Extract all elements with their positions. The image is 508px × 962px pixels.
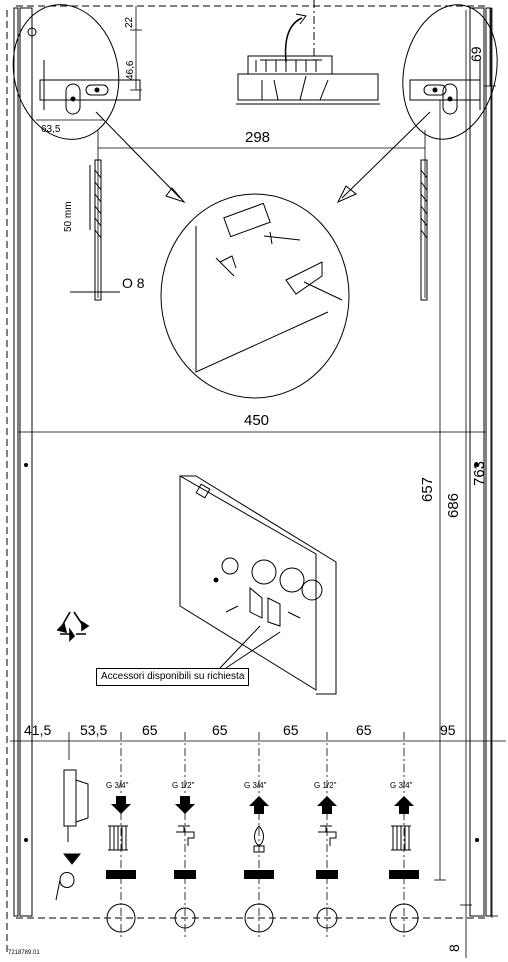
template-side-rails [13,7,492,917]
dim-53-5: 53,5 [80,722,108,738]
dim-65-1: 65 [142,722,158,738]
left-bracket-detail [12,4,141,140]
connection-thread-2: G 1/2" [172,781,195,790]
dim-686: 686 [445,492,462,518]
radiator-icon [391,825,411,851]
dim-41-5: 41,5 [24,722,52,738]
boiler-connection-drawing [179,475,337,695]
tap-icon [318,825,337,846]
safety-valve-icon [55,769,89,901]
dim-diameter-8: O 8 [122,275,145,291]
dim-450: 450 [244,412,270,429]
connection-thread-3: G 3/4" [244,781,267,790]
drill-bit-right [420,159,428,301]
dim-22: 22 [124,16,135,28]
connection-thread-4: G 1/2" [314,781,337,790]
dim-95: 95 [440,722,456,738]
dim-65-4: 65 [356,722,372,738]
dim-298: 298 [245,129,271,146]
connection-axes [68,732,405,940]
recycle-icon [56,611,90,642]
dim-763: 763 [471,460,488,486]
gas-flame-icon [253,825,265,853]
connection-holes [106,903,419,933]
template-frame [6,5,486,955]
right-bracket-detail [402,4,498,140]
height-dimension-lines [434,8,498,918]
document-code: 7218789.01 [8,950,40,956]
connection-thread-1: G 3/4" [106,781,129,790]
pipe-stubs [106,870,419,879]
connection-thread-5: G 3/4" [390,781,413,790]
accessories-callout: Accessori disponibili su richiesta [96,668,250,686]
flow-arrows [111,796,414,814]
top-dimension-lines [36,6,496,298]
dim-63-5: 63,5 [41,124,61,135]
callout-leaders [219,625,281,669]
flue-fan-assembly [236,13,380,105]
detail-pointer-arrows [95,111,431,204]
dim-50mm: 50 mm [63,201,74,232]
dim-8: 8 [446,944,462,952]
dim-657: 657 [419,476,436,502]
wall-plug-detail [160,193,350,399]
dim-65-3: 65 [283,722,299,738]
dim-65-2: 65 [212,722,228,738]
dim-69: 69 [468,46,484,62]
tap-icon [176,825,195,846]
drill-bit-left [70,159,120,301]
radiator-icon [108,825,128,851]
dim-46-6: 46,6 [125,60,136,80]
